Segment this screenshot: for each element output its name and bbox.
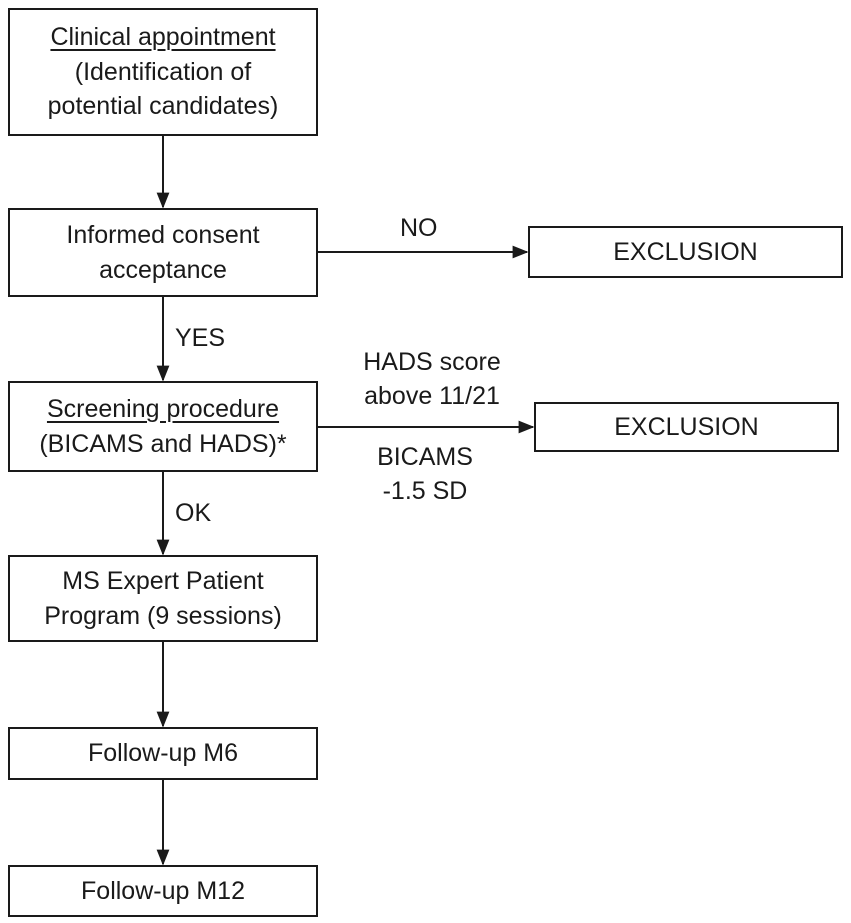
edge-label-hads-line1: HADS score — [363, 348, 501, 376]
node-clinical-line1: (Identification of — [74, 57, 252, 86]
node-program-line2: Program (9 sessions) — [44, 601, 282, 630]
node-exclusion-screening: EXCLUSION — [534, 402, 839, 452]
node-screening-procedure: Screening procedure (BICAMS and HADS)* — [8, 381, 318, 472]
edge-label-no: NO — [400, 214, 438, 242]
node-screening-title: Screening procedure — [46, 395, 280, 423]
node-consent-line2: acceptance — [99, 255, 227, 284]
node-exclusion-consent: EXCLUSION — [528, 226, 843, 278]
node-exclusion2-label: EXCLUSION — [614, 412, 759, 441]
node-followup6-label: Follow-up M6 — [87, 739, 239, 768]
node-clinical-line2: potential candidates) — [47, 92, 279, 121]
edge-label-bicams-line1: BICAMS — [377, 443, 473, 471]
node-clinical-title: Clinical appointment — [50, 23, 276, 52]
node-screening-line2: (BICAMS and HADS)* — [39, 429, 287, 458]
edge-label-ok: OK — [175, 499, 212, 527]
edge-label-hads-line2: above 11/21 — [364, 381, 500, 410]
node-followup-m6: Follow-up M6 — [8, 727, 318, 780]
node-program-line1: MS Expert Patient — [62, 567, 264, 595]
node-followup12-label: Follow-up M12 — [81, 876, 245, 905]
node-informed-consent: Informed consent acceptance — [8, 208, 318, 297]
node-exclusion1-label: EXCLUSION — [613, 237, 758, 266]
node-clinical-appointment: Clinical appointment (Identification of … — [8, 8, 318, 136]
edge-label-bicams-line2: -1.5 SD — [382, 476, 468, 505]
node-followup-m12: Follow-up M12 — [8, 865, 318, 917]
node-ms-expert-program: MS Expert Patient Program (9 sessions) — [8, 555, 318, 642]
edge-label-bicams: BICAMS -1.5 SD — [350, 441, 500, 509]
edge-label-hads: HADS score above 11/21 — [342, 346, 522, 414]
node-consent-line1: Informed consent — [66, 221, 260, 249]
edge-label-yes: YES — [175, 324, 226, 352]
